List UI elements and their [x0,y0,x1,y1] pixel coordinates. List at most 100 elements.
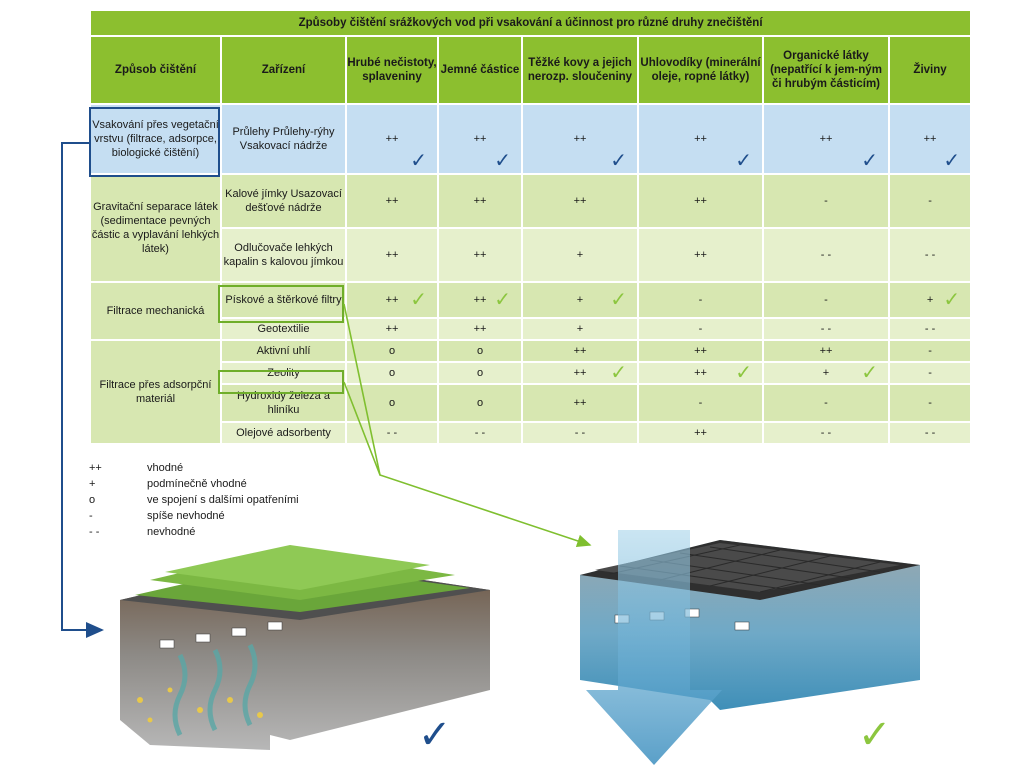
rating-value: ++ [694,249,707,261]
blue-check-icon: ✓ [494,150,511,172]
rating-cell: ++✓ [887,103,973,175]
rating-value: - - [820,249,832,261]
zeolite-connector-line [343,381,381,476]
rating-value: - [698,323,703,335]
green-check-icon: ✓ [410,289,427,311]
legend-text: spíše nevhodné [147,510,225,522]
rating-value: o [388,397,396,409]
blue-check-icon: ✓ [418,712,452,758]
rating-cell: ++ [521,383,639,423]
blue-check-icon: ✓ [861,150,878,172]
rating-cell: - - [762,227,890,283]
method-cell: Filtrace přes adsorpční materiál [89,339,222,445]
legend-item: +podmínečně vhodné [89,476,299,492]
rating-value: ++ [385,249,399,261]
column-header: Těžké kovy a jejich nerozp. sloučeniny [521,35,639,105]
rating-value: - [928,345,932,357]
green-check-icon: ✓ [610,289,627,311]
column-header: Živiny [887,35,973,105]
legend-item: - -nevhodné [89,524,299,540]
device-cell: Odlučovače lehkých kapalin s kalovou jím… [220,227,347,283]
rating-cell: ++ ✓ [437,281,523,319]
rating-value: ++ [694,367,707,379]
rating-value: - - [820,323,832,335]
rating-cell: - [887,173,973,229]
column-header: Jemné částice [437,35,523,105]
rating-value: ++ [819,345,833,357]
blue-check-icon: ✓ [410,150,427,172]
rating-cell: - - [887,421,973,445]
rating-value: - [698,397,703,409]
rating-value: ++ [694,427,707,439]
water-flow-arrow [586,530,722,765]
legend-symbol: - - [89,526,100,538]
cleaning-methods-table: Způsoby čištění srážkových vod při vsako… [88,9,973,445]
column-header: Zařízení [220,35,347,105]
rating-value: ++ [573,133,587,145]
rating-cell: +✓ [762,361,890,385]
rating-cell: - - [521,421,639,445]
legend-symbol: - [89,510,93,522]
rating-value: - - [924,427,936,439]
table-title: Způsoby čištění srážkových vod při vsako… [88,9,973,37]
rating-value: ++ [473,294,487,306]
vegetation-block-illustration [120,545,490,750]
table-row: Odlučovače lehkých kapalin s kalovou jím… [90,227,973,283]
rating-cell: - [887,383,973,423]
rating-value: ++ [819,133,833,145]
green-check-icon: ✓ [858,712,892,758]
column-header: Uhlovodíky (minerální oleje, ropné látky… [637,35,764,105]
rating-value: ++ [473,195,487,207]
rating-cell: - [887,339,973,363]
rating-value: ++ [923,133,937,145]
legend-text: vhodné [147,462,184,474]
rating-cell: - - [762,317,890,341]
method-cell: Filtrace mechanická [89,281,222,341]
rating-value: ++ [385,294,399,306]
rating-cell: ++ [437,173,523,229]
column-header: Hrubé nečistoty, splaveniny [345,35,439,105]
filter-connector-line [343,303,592,548]
rating-cell: - [762,383,890,423]
rating-cell: o [437,361,523,385]
rating-cell: - - [887,227,973,283]
rating-cell: - - [762,421,890,445]
rating-cell: o [437,339,523,363]
rating-value: ++ [694,133,707,145]
green-check-icon: ✓ [861,362,878,384]
rating-value: + [926,294,934,306]
rating-value: + [576,249,584,261]
rating-value: o [476,367,484,379]
rating-cell: o [345,383,439,423]
legend-item: - spíše nevhodné [89,508,299,524]
table-row: Vsakování přes vegetační vrstvu (filtrac… [89,103,973,175]
rating-value: o [476,397,484,409]
blue-check-icon: ✓ [735,150,752,172]
rating-cell: ++ [437,227,523,283]
legend-symbol: + [89,478,96,490]
blue-check-icon: ✓ [610,150,627,172]
rating-cell: ++ [345,173,439,229]
green-check-icon: ✓ [494,289,511,311]
table-header-row: Způsob čištění Zařízení Hrubé nečistoty,… [89,35,973,105]
device-cell: Průlehy Průlehy-rýhy Vsakovací nádrže [220,103,347,175]
rating-value: - - [386,427,398,439]
rating-cell: +✓ [521,281,639,319]
device-cell: Pískové a štěrkové filtry [220,281,347,319]
rating-value: - [824,294,828,306]
rating-value: ++ [473,133,487,145]
vegetation-connector-line [61,142,104,638]
legend-symbol: ++ [89,462,102,474]
zeolite-highlight [218,370,344,394]
table-row: Gravitační separace látek (sedimentace p… [89,173,973,283]
rating-cell: o [437,383,523,423]
rating-value: - [824,195,828,207]
rating-value: - - [924,249,936,261]
rating-cell: ++ ✓ [762,103,890,175]
table-row: Filtrace přes adsorpční materiál Aktivní… [89,339,973,445]
rating-value: - [824,397,828,409]
rating-value: - - [574,427,586,439]
method-cell: Vsakování přes vegetační vrstvu (filtrac… [89,103,222,175]
